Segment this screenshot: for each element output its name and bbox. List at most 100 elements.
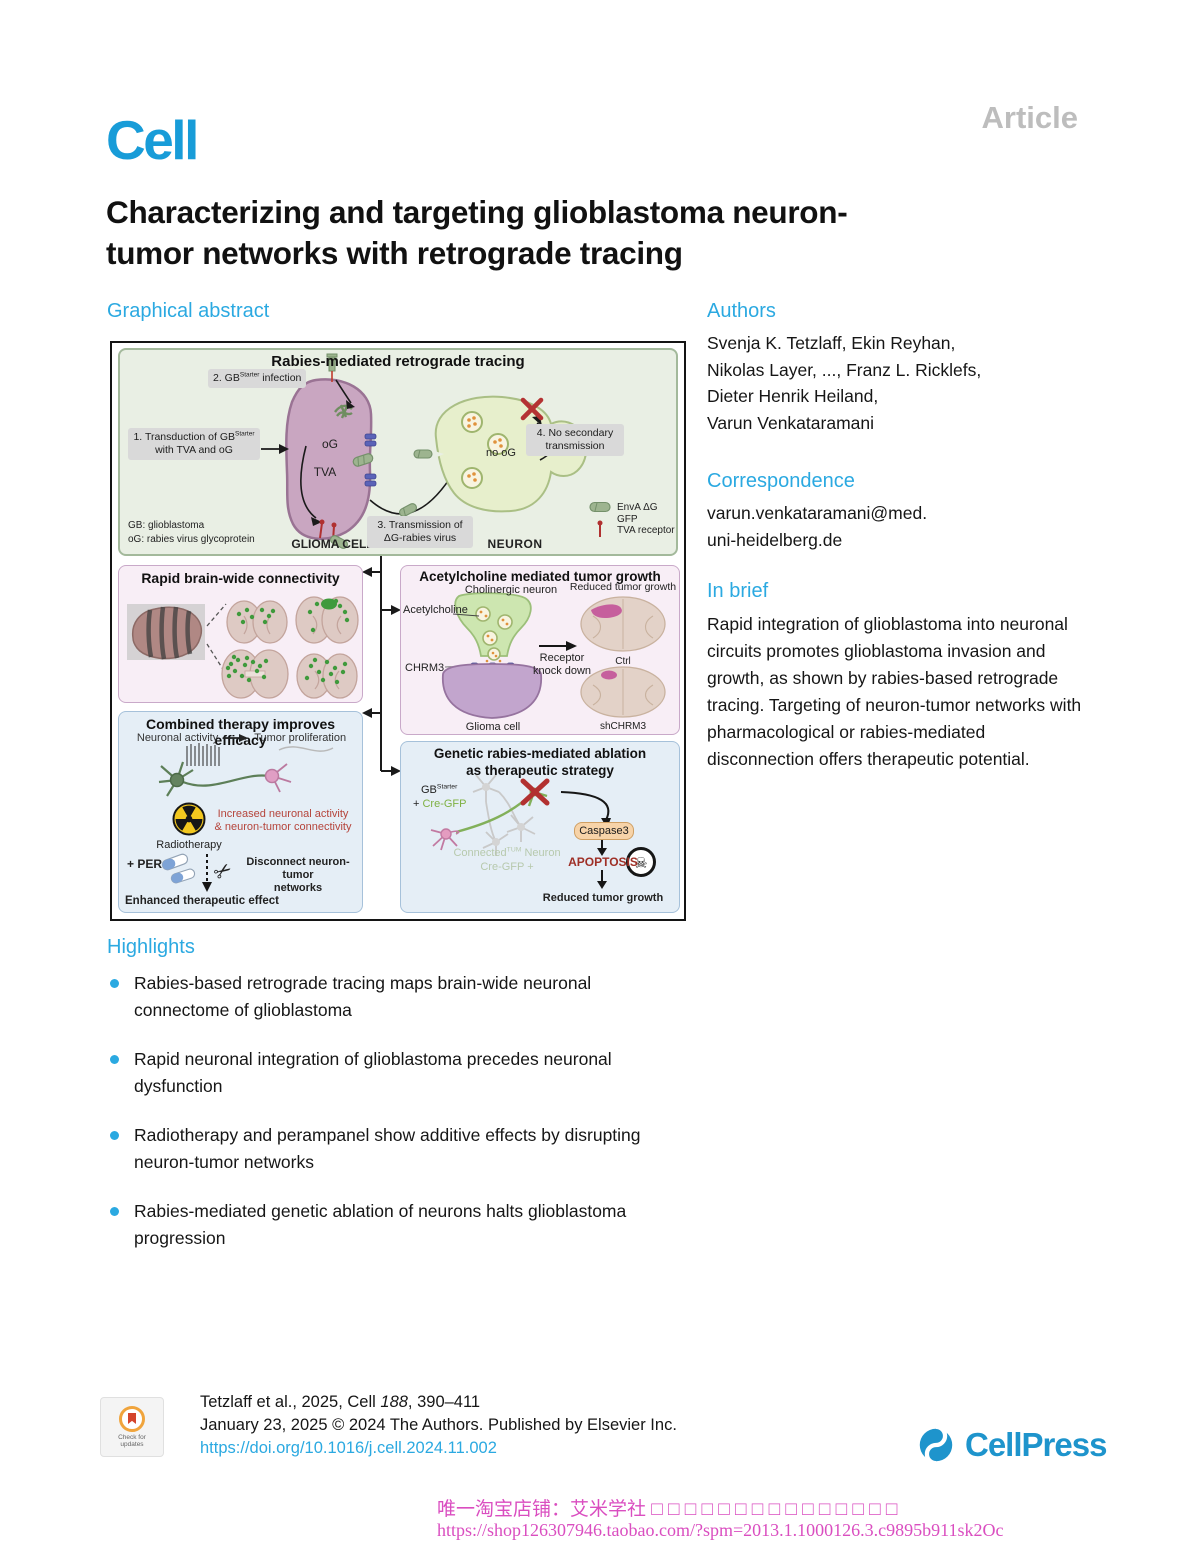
ablation-title-line2: as therapeutic strategy <box>466 763 614 778</box>
step1-label: 1. Transduction of GBStarter with TVA an… <box>128 428 260 460</box>
author-line: Dieter Henrik Heiland, <box>707 386 879 406</box>
page-title: Characterizing and targeting glioblastom… <box>106 192 848 274</box>
in-brief-text: Rapid integration of glioblastoma into n… <box>707 614 1082 769</box>
connected-neuron-label: ConnectedTUM Neuron Cre-GFP + <box>453 846 561 873</box>
brain-section-icon <box>296 653 358 699</box>
neuron-soma-icon <box>169 772 185 788</box>
correspondence-heading: Correspondence <box>707 470 855 492</box>
acetylcholine-title: Acetylcholine mediated tumor growth <box>419 569 661 584</box>
brain-section-icon <box>221 649 289 699</box>
syringe-icon <box>326 353 338 382</box>
cellpress-logo-icon <box>919 1424 953 1466</box>
ablation-x-icon <box>520 778 550 806</box>
authors-heading: Authors <box>707 300 776 322</box>
vesicle-icon <box>475 606 513 663</box>
ablation-illustration: ☠ <box>430 774 656 889</box>
reduced-tumor-growth-label: Reduced tumor growth <box>542 892 664 904</box>
radiation-icon <box>172 802 206 836</box>
legend-tva-pin-icon <box>597 520 603 537</box>
small-tumor-icon <box>601 670 617 680</box>
cell-journal-logo: Cell <box>106 109 199 171</box>
receptor-knockdown-label: Receptor knock down <box>532 652 592 677</box>
virus-capsule-icon <box>413 449 433 459</box>
large-tumor-icon <box>591 604 622 618</box>
og-label: oG <box>321 437 338 451</box>
brain-connectivity-illustration <box>127 596 359 699</box>
email-line: uni-heidelberg.de <box>707 529 843 550</box>
in-brief-heading: In brief <box>707 580 769 602</box>
virus-capsule-icon <box>352 453 374 467</box>
highlight-item: Rabies-mediated genetic ablation of neur… <box>107 1198 682 1252</box>
pill-icon <box>161 853 189 871</box>
ablation-title-line1: Genetic rabies-mediated ablation <box>433 746 647 761</box>
check-updates-icon <box>119 1405 145 1432</box>
chrm3-label: CHRM3 <box>405 662 445 674</box>
step2-label: 2. GBStarter infection <box>208 369 307 388</box>
receptor-icon <box>364 433 377 487</box>
tva-receptor-icon <box>319 519 348 549</box>
highlight-item: Radiotherapy and perampanel show additiv… <box>107 1122 682 1176</box>
graphical-abstract-figure: Rabies-mediated retrograde tracing 2. GB… <box>110 341 686 921</box>
cre-gfp-label: + Cre-GFP <box>413 798 467 810</box>
legend-tva-label: TVA receptor <box>617 525 675 536</box>
brain-section-icon <box>226 600 288 644</box>
highlights-list: Rabies-based retrograde tracing maps bra… <box>107 970 682 1274</box>
cellpress-wordmark: CellPress <box>965 1426 1107 1463</box>
check-for-updates-badge[interactable]: Check for updates <box>100 1397 164 1457</box>
panel-brain-connectivity: Rapid brain-wide connectivity <box>118 565 363 703</box>
skull-icon: ☠ <box>634 855 647 872</box>
dashed-projection-lines <box>206 603 227 675</box>
combined-therapy-illustration: ✂ <box>158 743 334 892</box>
acetylcholine-illustration <box>441 592 666 719</box>
shchrm3-label: shCHRM3 <box>599 721 647 732</box>
connectivity-title: Rapid brain-wide connectivity <box>141 570 340 586</box>
cholinergic-neuron-shape <box>454 592 532 657</box>
caspase3-badge: Caspase3 <box>574 822 634 840</box>
faint-neuron-icon <box>278 746 334 752</box>
no-transmission-x-icon <box>520 397 544 421</box>
skull-circle-icon <box>626 847 656 877</box>
reduced-growth-label: Reduced tumor growth <box>569 581 677 593</box>
enhanced-effect-label: Enhanced therapeutic effect <box>125 895 280 907</box>
increased-activity-note: Increased neuronal activity & neuron-tum… <box>214 808 352 833</box>
slice-bands <box>146 606 193 660</box>
panel-acetylcholine: Acetylcholine mediated tumor growth Chol… <box>400 565 680 735</box>
bullet-icon <box>110 979 119 988</box>
glioma-cell-shape <box>285 378 373 541</box>
doi-link[interactable]: https://doi.org/10.1016/j.cell.2024.11.0… <box>200 1439 497 1457</box>
per-label: + PER <box>127 857 163 871</box>
abbrev-gb-label: GB: glioblastoma <box>128 520 205 531</box>
title-line-2: tumor networks with retrograde tracing <box>106 235 683 271</box>
highlights-heading: Highlights <box>107 936 195 958</box>
author-line: Varun Venkataramani <box>707 412 875 433</box>
glioma-cell-label: Glioma cell <box>465 721 521 733</box>
step4-label: 4. No secondary transmission <box>526 424 624 456</box>
ctrl-label: Ctrl <box>615 656 631 667</box>
tumor-proliferation-label: Tumor proliferation <box>254 732 347 744</box>
acetylcholine-label: Acetylcholine <box>403 604 468 616</box>
tva-label: TVA <box>313 465 337 479</box>
panel-combined-therapy: ✂ Combined therapy improves efficacy Neu… <box>118 711 363 913</box>
email-line: varun.venkataramani@med. <box>707 503 928 523</box>
pink-starter-cell-icon <box>430 828 460 851</box>
brain-section-icon <box>295 596 359 644</box>
panel-connector-arrows <box>362 556 401 776</box>
watermark-line-2: https://shop126307946.taobao.com/?spm=20… <box>437 1520 1004 1540</box>
disconnect-label: Disconnect neuron-tumor networks <box>246 856 350 894</box>
title-line-1: Characterizing and targeting glioblastom… <box>106 194 848 230</box>
highlight-item: Rapid neuronal integration of glioblasto… <box>107 1046 682 1100</box>
activity-proliferation-row: Neuronal activity Tumor proliferation <box>119 732 364 744</box>
virus-capsule-icon <box>399 503 417 517</box>
scissors-icon: ✂ <box>209 857 237 886</box>
bullet-icon <box>110 1207 119 1216</box>
radiotherapy-label: Radiotherapy <box>156 839 222 851</box>
panel-retrograde-tracing: Rabies-mediated retrograde tracing 2. GB… <box>118 348 678 556</box>
ctrl-brain-icon <box>580 596 666 652</box>
shchrm3-brain-icon <box>580 666 666 718</box>
author-line: Svenja K. Tetzlaff, Ekin Reyhan, <box>707 333 956 353</box>
check-updates-text: Check for updates <box>118 1433 146 1449</box>
abbrev-og-label: oG: rabies virus glycoprotein <box>128 534 255 545</box>
spike-train-icon <box>186 743 220 766</box>
watermark-line-1: 唯一淘宝店铺：艾米学社 □ □ □ □ □ □ □ □ □ □ □ □ □ □ … <box>437 1499 898 1520</box>
